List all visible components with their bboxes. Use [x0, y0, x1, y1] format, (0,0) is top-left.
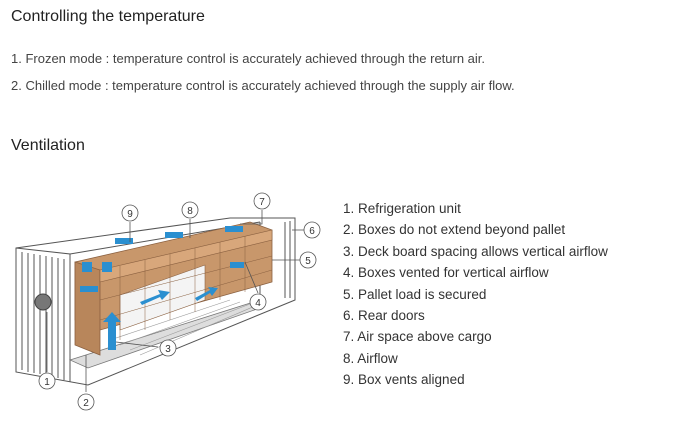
callout-3-label: 3 [165, 344, 171, 355]
callout-7-label: 7 [259, 197, 265, 208]
callout-7 [253, 192, 271, 210]
refrigeration-unit-vent [34, 293, 52, 311]
chilled-mode-text: 2. Chilled mode : temperature control is… [11, 78, 515, 93]
callout-3 [159, 339, 177, 357]
airflow-arrows [80, 226, 244, 350]
cargo-pallets [74, 221, 273, 356]
callout-6-label: 6 [309, 226, 315, 237]
callout-lines [46, 210, 304, 392]
callout-5 [299, 251, 317, 269]
legend-item: 2. Boxes do not extend beyond pallet [343, 222, 566, 238]
callout-1 [38, 372, 56, 390]
callout-1-label: 1 [44, 377, 50, 388]
ventilation-legend: 1. Refrigeration unit 2. Boxes do not ex… [343, 200, 608, 393]
ventilation-heading: Ventilation [11, 137, 85, 154]
callout-9 [121, 204, 139, 222]
callout-9-label: 9 [127, 209, 133, 220]
callout-4 [249, 293, 267, 311]
callout-4-label: 4 [255, 298, 261, 309]
callout-2-label: 2 [83, 398, 89, 409]
frozen-mode-text: 1. Frozen mode : temperature control is … [11, 51, 486, 66]
temperature-heading: Controlling the temperature [11, 8, 205, 25]
legend-item: 9. Box vents aligned [343, 372, 465, 388]
callout-8 [181, 201, 199, 219]
legend-item: 5. Pallet load is secured [343, 286, 487, 302]
legend-item: 4. Boxes vented for vertical airflow [343, 265, 549, 281]
legend-item: 6. Rear doors [343, 307, 425, 323]
legend-item: 3. Deck board spacing allows vertical ai… [343, 243, 608, 259]
legend-item: 7. Air space above cargo [343, 329, 492, 345]
callout-8-label: 8 [187, 206, 193, 217]
legend-item: 1. Refrigeration unit [343, 201, 461, 216]
legend-item: 8. Airflow [343, 350, 398, 366]
container-ventilation-diagram: 1 2 3 4 5 6 7 8 9 [15, 192, 321, 411]
callout-5-label: 5 [305, 256, 311, 267]
callout-6 [303, 221, 321, 239]
callout-2 [77, 393, 95, 411]
